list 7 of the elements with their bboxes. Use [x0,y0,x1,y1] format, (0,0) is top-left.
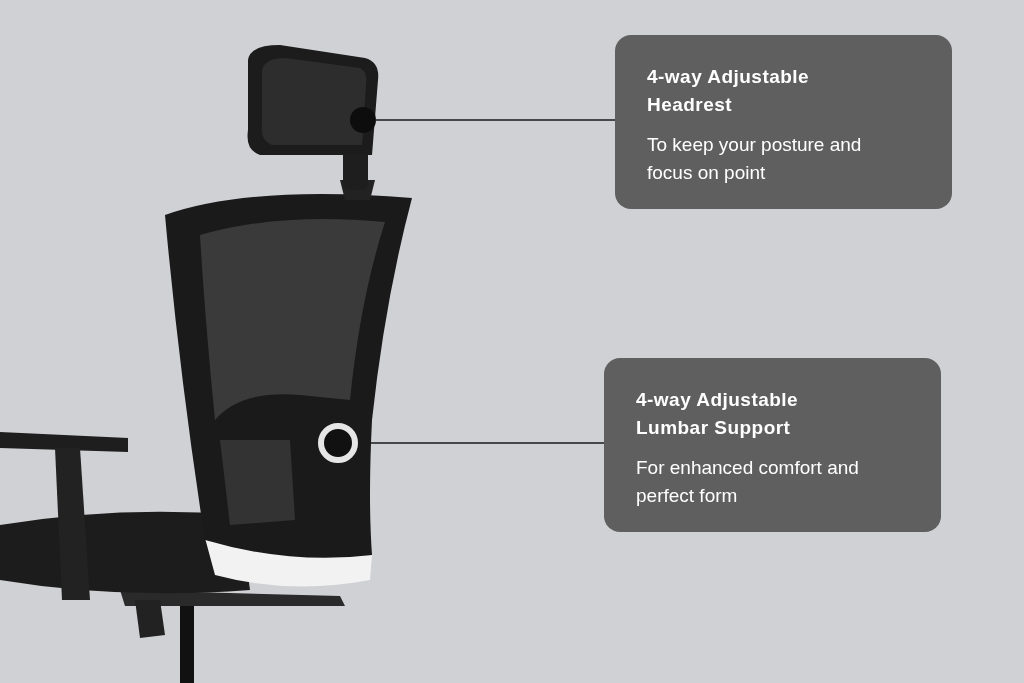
callout-description: To keep your posture and focus on point [647,133,863,185]
callout-description: For enhanced comfort and perfect form [636,456,860,508]
callout-card [615,35,952,209]
callout-card [604,358,941,532]
leader-line [375,119,616,121]
callout-heading: 4-way Adjustable Lumbar Support [636,388,800,440]
callout-heading: 4-way Adjustable Headrest [647,65,811,117]
